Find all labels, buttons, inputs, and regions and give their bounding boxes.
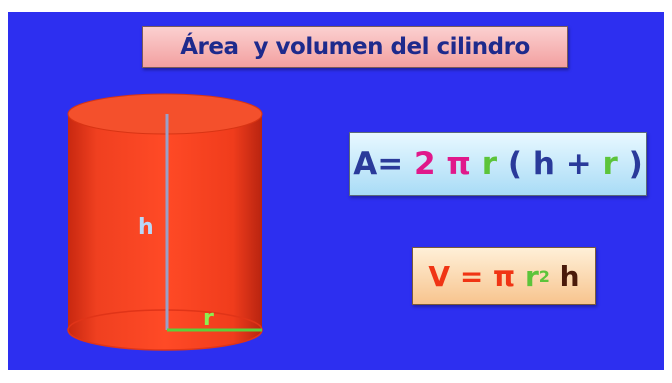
area-radius: r bbox=[481, 146, 498, 182]
volume-symbol: V bbox=[428, 259, 451, 293]
height-label: h bbox=[138, 215, 154, 240]
area-height: h bbox=[532, 146, 555, 182]
area-symbol: A bbox=[353, 146, 378, 182]
cylinder-top bbox=[67, 93, 263, 135]
area-rparen: ) bbox=[628, 146, 643, 182]
cylinder-body bbox=[68, 114, 262, 350]
area-lparen: ( bbox=[507, 146, 523, 182]
volume-pi: π bbox=[493, 259, 516, 293]
area-formula: A= 2 π r ( h + r ) bbox=[349, 132, 647, 196]
volume-equals: = bbox=[459, 259, 484, 293]
area-pi: π bbox=[446, 146, 471, 182]
area-equals: = bbox=[377, 146, 404, 182]
volume-exponent: 2 bbox=[538, 266, 550, 286]
title-banner: Área y volumen del cilindro bbox=[142, 26, 568, 68]
area-radius-2: r bbox=[602, 146, 618, 182]
radius-label: r bbox=[203, 306, 214, 331]
area-coefficient: 2 bbox=[414, 146, 436, 182]
area-plus: + bbox=[565, 146, 592, 182]
cylinder-diagram: h r bbox=[67, 93, 263, 351]
slide: Área y volumen del cilindro h r A= 2 π r… bbox=[8, 12, 664, 370]
volume-radius: r bbox=[524, 259, 539, 293]
page-title: Área y volumen del cilindro bbox=[180, 34, 530, 60]
volume-height: h bbox=[559, 259, 580, 293]
